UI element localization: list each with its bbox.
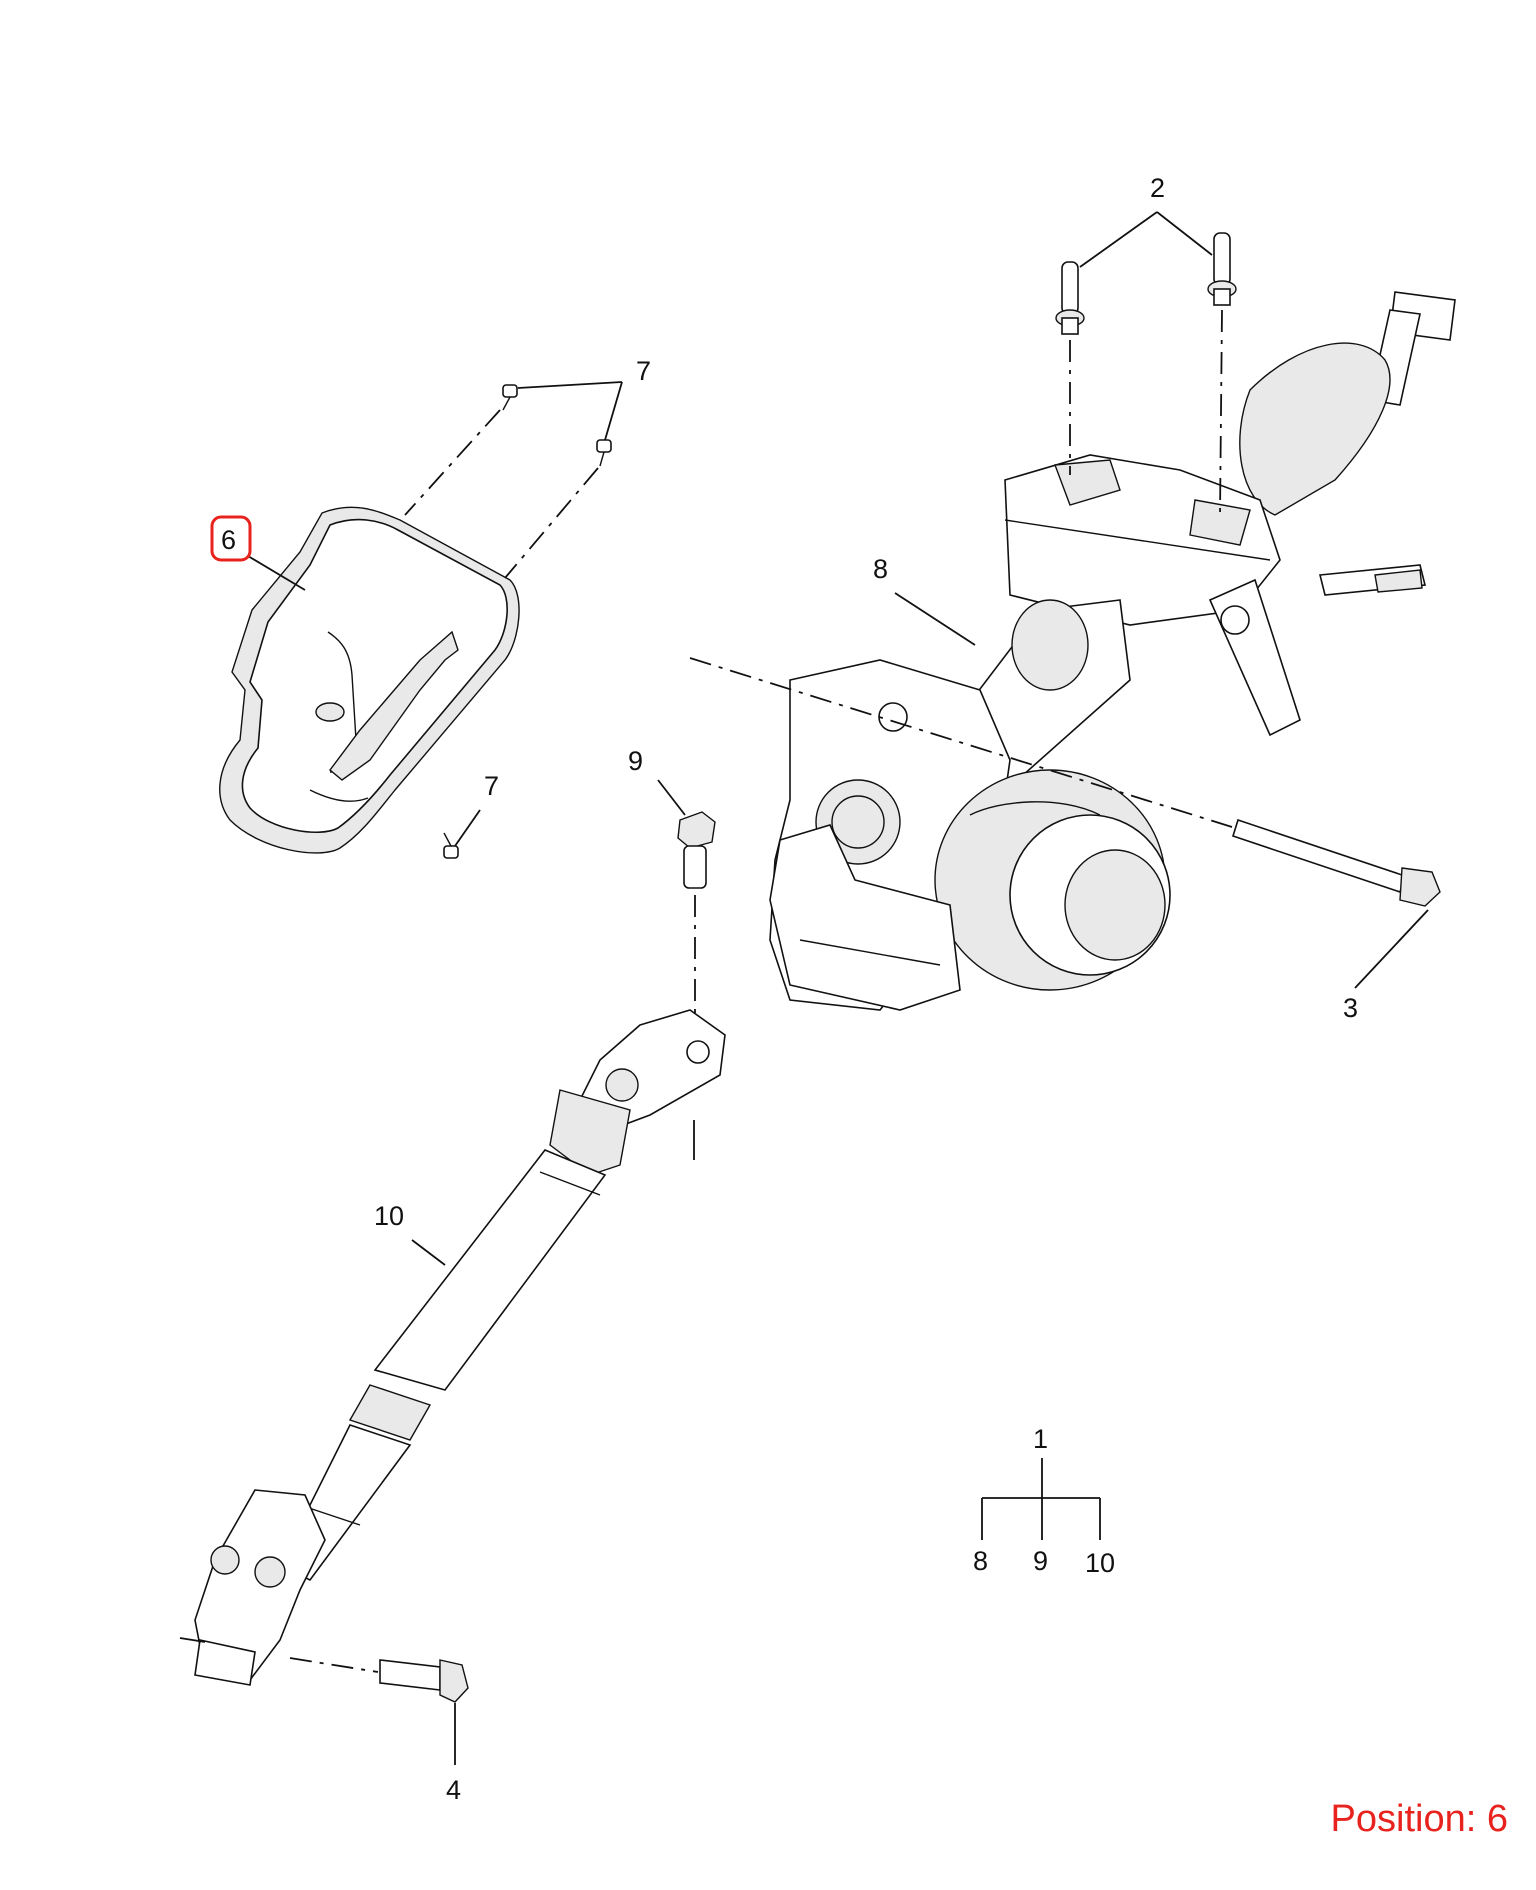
callout-10[interactable]: 10 [374,1201,404,1231]
callout-tree-10[interactable]: 10 [1085,1548,1115,1578]
alignment-line-7a [404,409,501,516]
callout-6[interactable]: 6 [221,525,236,555]
bolt-2-right[interactable] [1207,232,1237,306]
callout-1[interactable]: 1 [1033,1424,1048,1454]
callout-tree-8[interactable]: 8 [973,1546,988,1576]
bolt-9[interactable] [677,811,716,889]
callout-4[interactable]: 4 [446,1775,461,1805]
column-cover-part-6[interactable] [219,506,520,854]
highlight-box [210,515,252,562]
callout-tree-9[interactable]: 9 [1033,1546,1048,1576]
callout-8[interactable]: 8 [873,554,888,584]
leader-lines [247,211,1429,1765]
bolt-2-left[interactable] [1055,261,1085,335]
callout-7-upper[interactable]: 7 [636,356,651,386]
alignment-line-2b [1219,309,1223,516]
alignment-line-3 [689,657,1233,828]
assembly-tree [981,1458,1101,1540]
alignment-line-4-left [179,1637,206,1643]
callout-9[interactable]: 9 [628,746,643,776]
screw-7-upper-left[interactable] [502,384,518,411]
callout-7-lower[interactable]: 7 [484,771,499,801]
callout-2[interactable]: 2 [1150,173,1165,203]
screw-7-upper-right[interactable] [596,439,612,467]
callout-3[interactable]: 3 [1343,993,1358,1023]
intermediate-shaft-part-10[interactable] [194,1009,726,1686]
steering-column-part-8[interactable] [769,291,1456,1011]
bolt-3[interactable] [1232,818,1441,907]
bolt-4[interactable] [379,1659,469,1703]
alignment-line-4 [289,1657,379,1673]
position-label: Position: 6 [1330,1798,1508,1840]
screw-7-lower[interactable] [443,832,459,859]
alignment-line-7b [504,467,599,579]
